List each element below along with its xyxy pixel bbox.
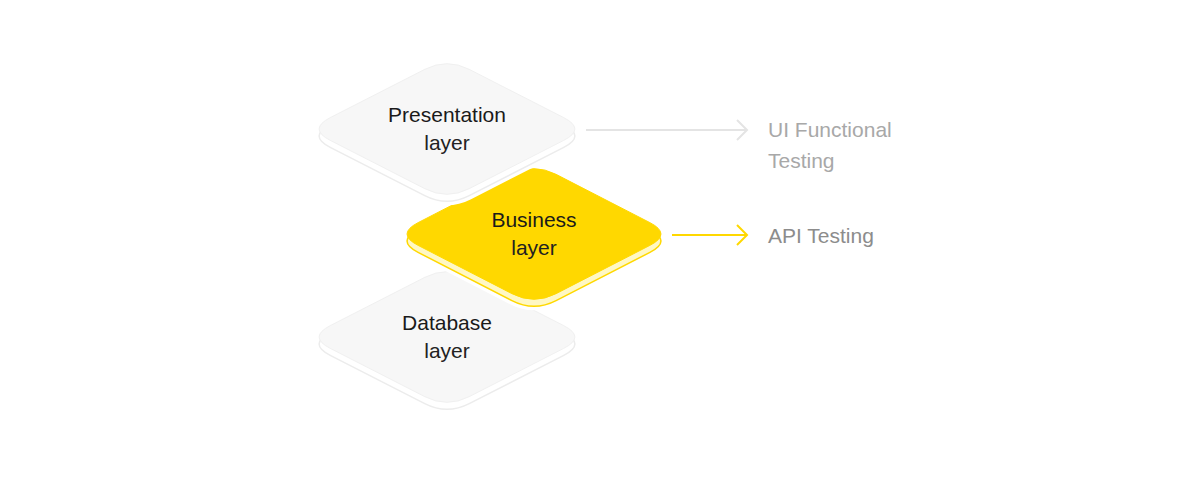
layer-name: Business	[491, 206, 576, 234]
layer-word: layer	[424, 129, 470, 157]
layer-diamond: Presentationlayer	[308, 58, 586, 207]
test-type-label: API Testing	[768, 220, 938, 251]
layer-halo	[319, 272, 575, 403]
layer-name: Presentation	[388, 101, 506, 129]
layer-word: layer	[511, 234, 557, 262]
layer-face	[319, 272, 575, 403]
business-arrow	[672, 225, 747, 245]
presentation-arrow	[586, 120, 747, 140]
layer-name: Database	[402, 309, 492, 337]
layer-word: layer	[424, 337, 470, 365]
test-type-label: UI Functional Testing	[768, 114, 938, 176]
